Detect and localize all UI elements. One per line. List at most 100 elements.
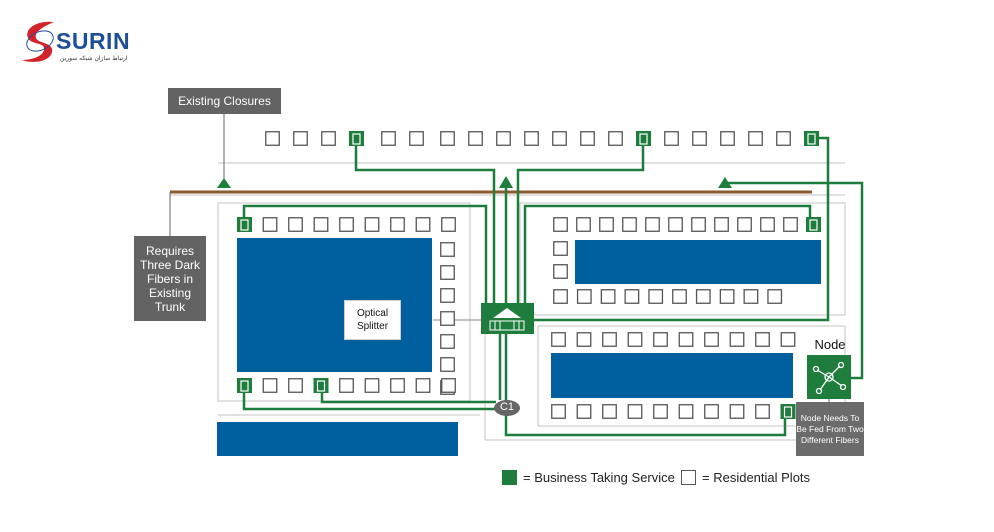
closure-c1 [494,400,520,416]
residential-plot [390,378,405,393]
existing-closures-callout: Existing Closures [168,88,281,114]
residential-plot [553,264,568,279]
residential-plot [704,332,719,347]
residential-plot [313,217,329,232]
residential-plot [524,131,539,146]
business-icon [502,470,517,485]
building-icon [639,133,648,145]
c1-label: C1 [499,401,515,413]
residential-plot [440,334,455,349]
residential-plot [645,217,660,232]
residential-plot [653,332,668,347]
building-icon [809,219,818,231]
residential-plot [441,217,456,232]
residential-plot [409,131,424,146]
building-icon [240,380,249,392]
residential-plot [321,131,336,146]
residential-plot [767,289,783,304]
fiber-route [516,145,645,304]
residential-plot [653,404,668,419]
building-icon [316,380,326,392]
residential-plot [415,217,431,232]
residential-plot [600,289,616,304]
legend-residential: = Residential Plots [681,470,810,485]
closure-marker-center [499,176,513,188]
residential-plot [648,289,664,304]
building-block-right-upper [575,240,821,284]
residential-plot [780,332,796,347]
residential-plot [390,217,405,232]
residential-plot [381,131,396,146]
residential-plot [737,217,752,232]
residential-plot [624,289,640,304]
residential-plot [339,217,354,232]
residential-plot [265,131,280,146]
fiber-route [242,204,488,304]
legend-residential-text: = Residential Plots [702,470,811,485]
building-block-bottom-left [217,422,458,456]
residential-plot [440,242,455,257]
surin-logo: SURIN ارتباط سازان شبکه سورین [20,18,140,66]
building-icon [240,219,249,231]
node-feed-callout: Node Needs To Be Fed From Two Different … [796,402,864,456]
residential-plot [440,265,455,280]
residential-plot [678,332,694,347]
residential-plot [440,131,455,146]
building-block-left [237,238,432,372]
fiber-route [504,334,787,437]
block-outline-right-upper [519,202,846,316]
residential-plot [364,378,380,393]
residential-plot [678,404,694,419]
residential-plot [288,217,303,232]
logo-swirl-icon [22,21,54,62]
residential-plot [602,332,617,347]
residential-plot [668,217,683,232]
residential-plot [552,131,567,146]
residential-plot [441,378,456,393]
residential-plot [468,131,483,146]
node-icon [807,355,851,399]
residential-plot [440,311,455,326]
residential-plot [602,404,617,419]
residential-plot [672,289,687,304]
residential-plot [755,332,770,347]
residential-plot [576,332,592,347]
residential-plot [496,131,511,146]
residential-plot-icon [681,470,696,485]
residential-plot [729,404,745,419]
legend-business-text: = Business Taking Service [523,470,675,485]
residential-plot [691,217,706,232]
residential-plot [293,131,308,146]
residential-plot [576,289,592,304]
optical-splitter-cabinet [481,303,534,334]
residential-plot [440,357,455,372]
residential-plot [729,332,745,347]
optical-splitter-label: Optical Splitter [344,300,401,340]
residential-plot [339,378,354,393]
fiber-route [533,136,830,322]
closure-marker-left [217,178,231,188]
residential-plot [415,378,431,393]
callout-line: Three Dark [139,257,201,272]
residential-plot [608,131,623,146]
residential-plot [551,332,566,347]
residential-plot [551,404,566,419]
building-icon [783,406,793,418]
logo-wordmark: SURIN [56,28,131,54]
residential-plot [262,378,278,393]
residential-plot [719,289,735,304]
building-icon [352,133,361,145]
residential-plot [262,217,278,232]
residential-plot [776,131,791,146]
residential-plot [553,289,568,304]
logo-subtitle: ارتباط سازان شبکه سورین [60,55,128,62]
residential-plot [553,217,568,232]
residential-plot [576,217,591,232]
residential-plot [755,404,770,419]
residential-plot [576,404,592,419]
residential-plot [714,217,729,232]
residential-plot [664,131,679,146]
callout-line: Requires [145,243,195,258]
building-icon [807,133,816,145]
fiber-route [242,388,496,411]
